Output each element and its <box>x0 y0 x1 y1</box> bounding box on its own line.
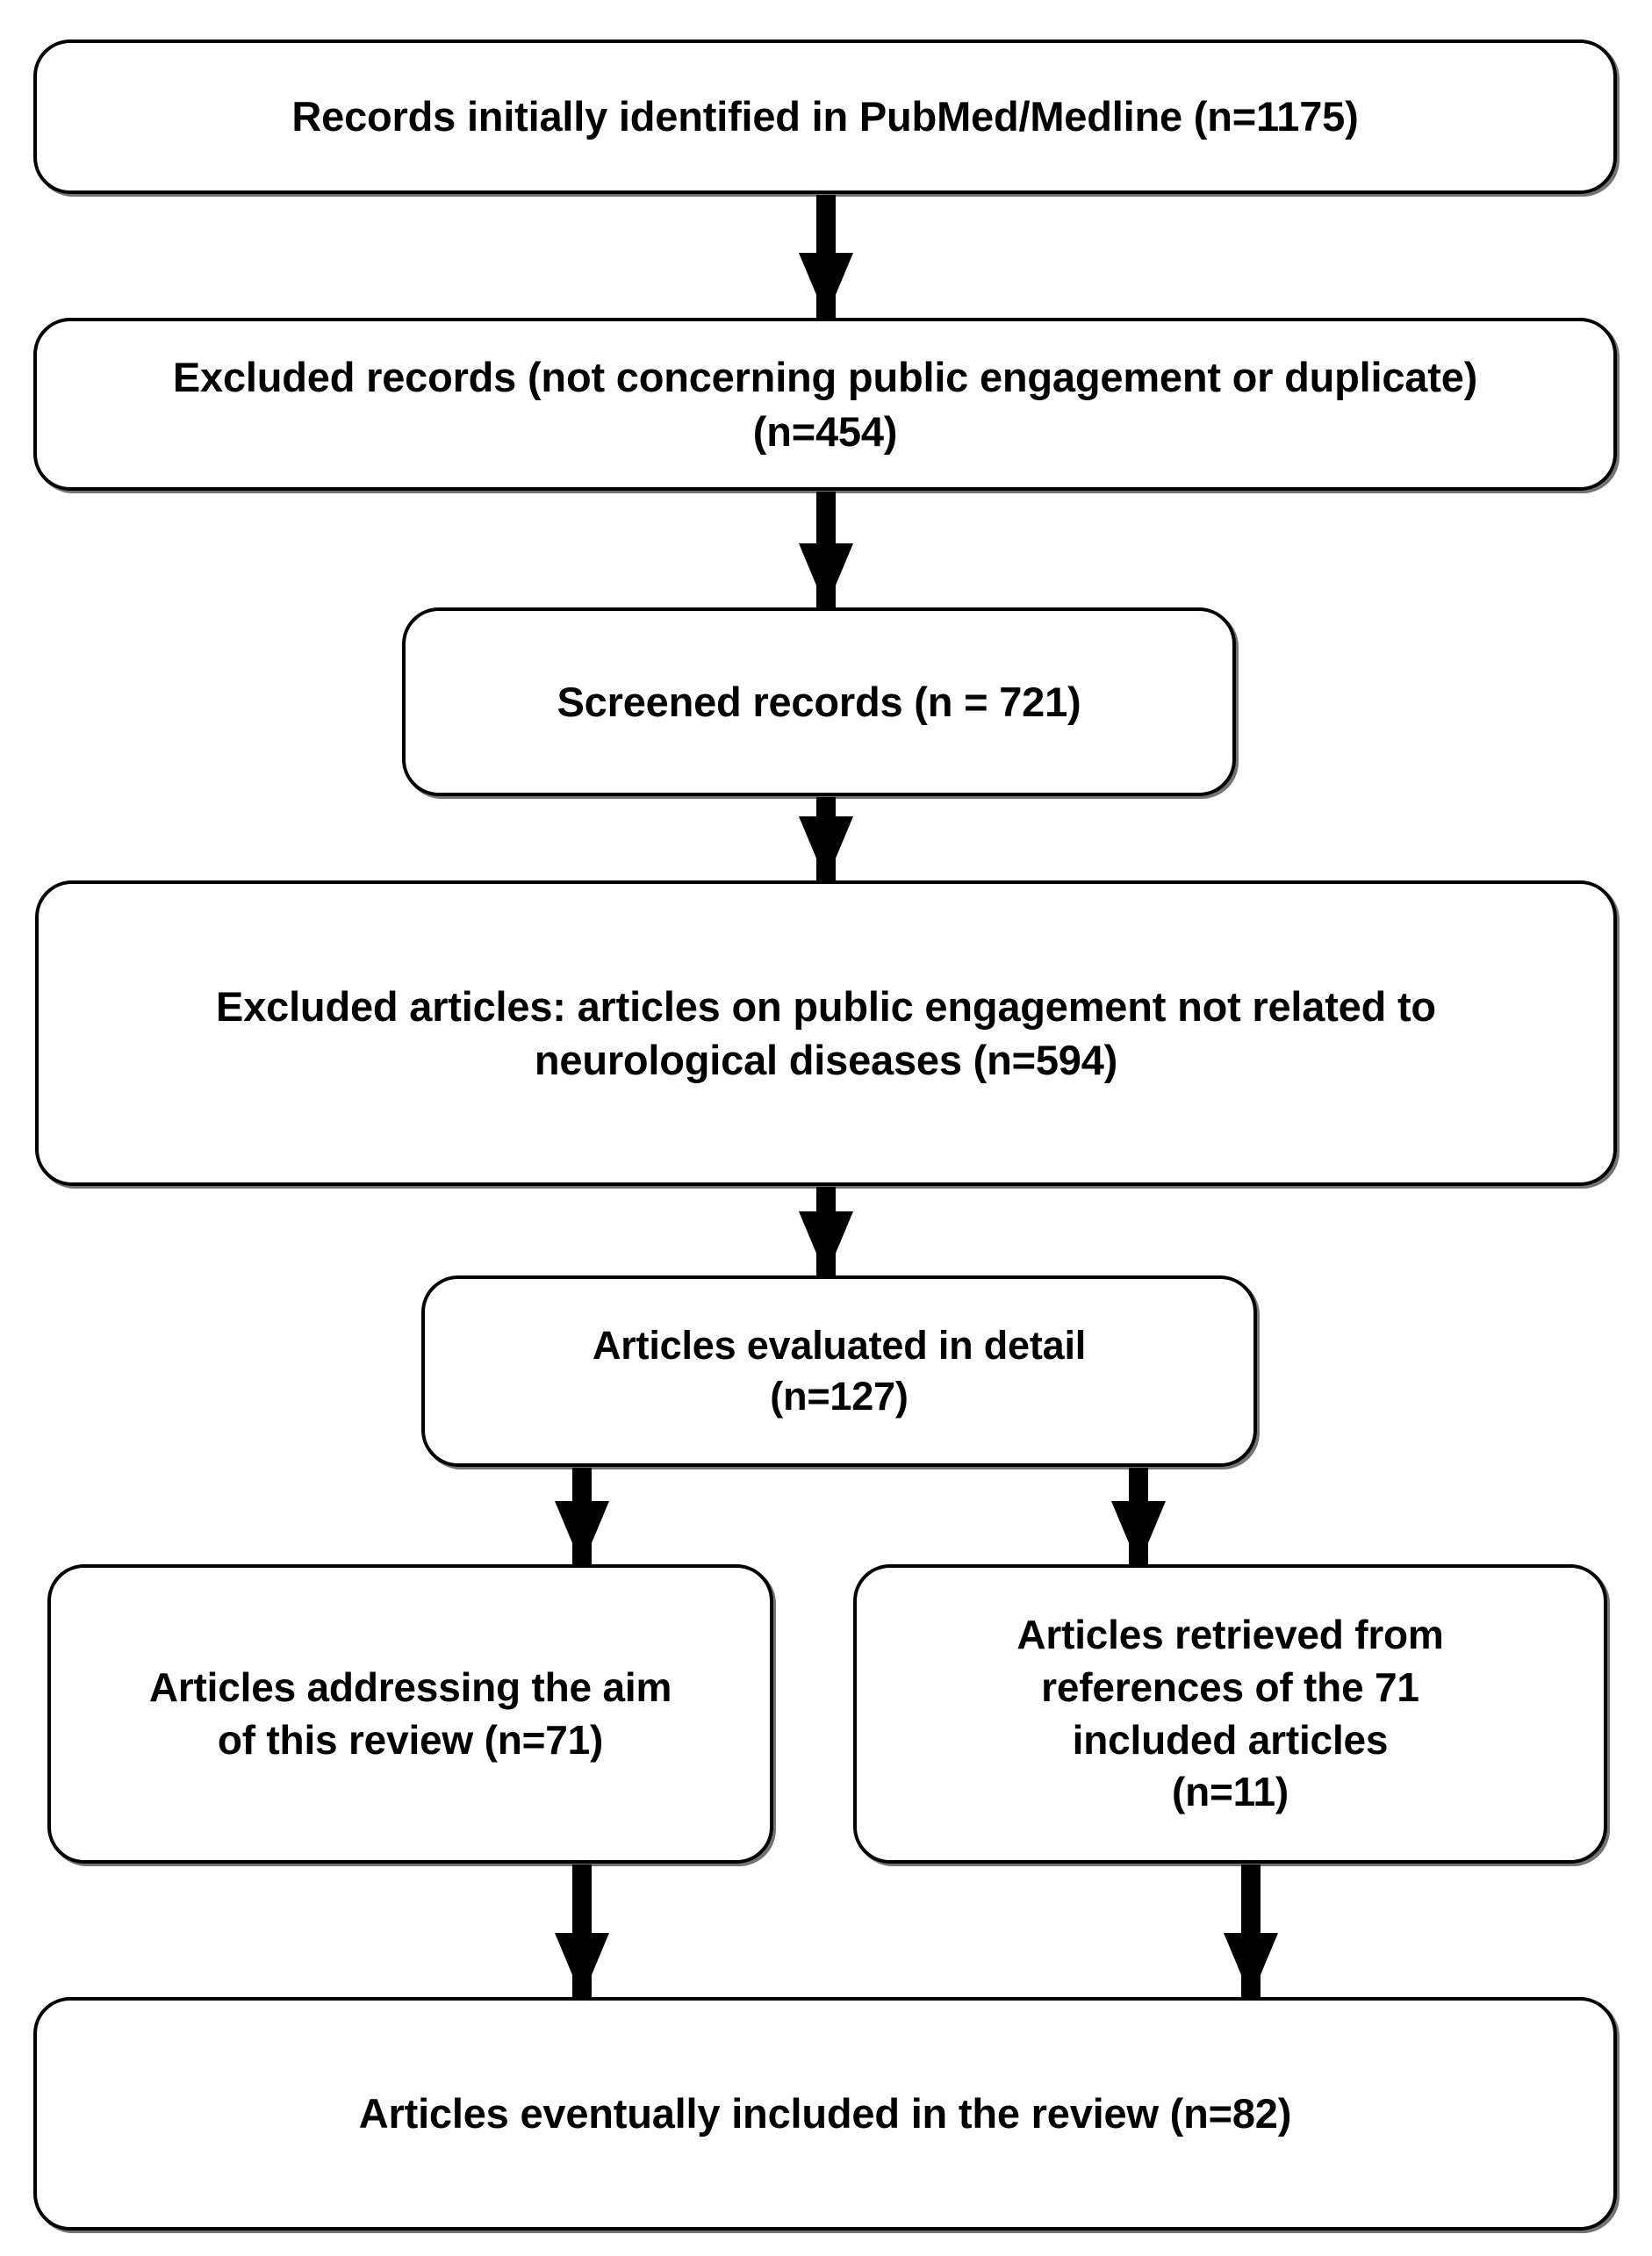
arrow-head <box>799 253 853 318</box>
arrow-head <box>1224 1933 1278 1998</box>
node-excluded-articles: Excluded articles: articles on public en… <box>35 880 1617 1186</box>
arrow-evaluated-to-addressing <box>551 1468 613 1566</box>
node-articles-evaluated-label: Articles evaluated in detail (n=127) <box>592 1322 1087 1419</box>
node-articles-retrieved-references-label: Articles retrieved from references of th… <box>1016 1611 1444 1815</box>
node-excluded-records: Excluded records (not concerning public … <box>33 318 1617 491</box>
node-excluded-articles-label: Excluded articles: articles on public en… <box>216 982 1436 1083</box>
arrow-retrieved-to-included <box>1220 1864 1282 1998</box>
arrow-head <box>555 1933 609 1998</box>
arrow-head <box>799 543 853 608</box>
arrow-head <box>799 816 853 881</box>
arrow-head <box>799 1211 853 1276</box>
node-articles-retrieved-references: Articles retrieved from references of th… <box>853 1564 1607 1864</box>
node-screened-records: Screened records (n = 721) <box>402 607 1236 796</box>
node-articles-evaluated: Articles evaluated in detail (n=127) <box>421 1275 1257 1467</box>
arrow-excluded-2-to-evaluated <box>795 1187 857 1276</box>
node-articles-included: Articles eventually included in the revi… <box>33 1997 1617 2231</box>
arrow-head <box>1111 1501 1166 1566</box>
arrow-screened-to-excluded-2 <box>795 797 857 881</box>
node-screened-records-label: Screened records (n = 721) <box>557 678 1081 725</box>
arrow-identified-to-excluded-1 <box>795 195 857 318</box>
arrow-evaluated-to-retrieved <box>1108 1468 1169 1566</box>
node-records-identified: Records initially identified in PubMed/M… <box>33 40 1617 194</box>
node-records-identified-label: Records initially identified in PubMed/M… <box>291 93 1359 140</box>
node-articles-addressing-aim: Articles addressing the aim of this revi… <box>47 1564 773 1864</box>
node-articles-addressing-aim-label: Articles addressing the aim of this revi… <box>148 1663 672 1763</box>
arrow-addressing-to-included <box>551 1864 613 1998</box>
arrow-head <box>555 1501 609 1566</box>
arrow-excluded-1-to-screened <box>795 492 857 608</box>
node-excluded-records-label: Excluded records (not concerning public … <box>172 354 1478 455</box>
node-articles-included-label: Articles eventually included in the revi… <box>358 2090 1292 2137</box>
